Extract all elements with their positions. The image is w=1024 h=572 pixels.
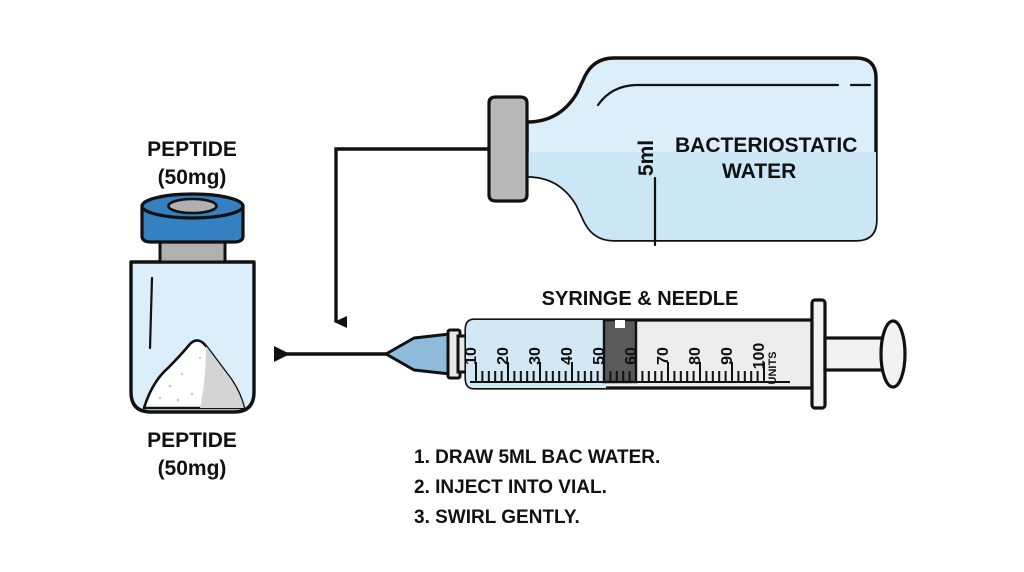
peptide-vial-group: PEPTIDE (50mg) bbox=[129, 138, 256, 480]
bottle-cap bbox=[487, 95, 529, 203]
bacteriostatic-water-bottle-group: 5ml BACTERIOSTATIC WATER bbox=[487, 56, 878, 247]
plunger-stopper-notch bbox=[615, 320, 625, 328]
flow-arrow-bottle-to-syringe bbox=[334, 147, 488, 328]
bottle-liquid-fill bbox=[527, 152, 876, 240]
elbow-arrow-path bbox=[334, 147, 488, 328]
syringe-group: SYRINGE & NEEDLE 10 20 30 40 50 60 70 80 90 100 U… bbox=[274, 288, 907, 410]
scale-number: 70 bbox=[655, 347, 672, 365]
bottle-liquid-group bbox=[527, 152, 876, 240]
bottle-label-line1: BACTERIOSTATIC bbox=[675, 134, 857, 157]
syringe-scale: 10 20 30 40 50 60 70 80 90 100 bbox=[463, 343, 790, 383]
scale-number: 50 bbox=[591, 347, 608, 365]
scale-number: 30 bbox=[527, 347, 544, 365]
plunger-rod bbox=[823, 336, 891, 372]
scale-number: 20 bbox=[495, 347, 512, 365]
needle-hub-cone bbox=[384, 332, 452, 376]
vial-glass-highlight bbox=[148, 276, 154, 350]
powder-speckles bbox=[158, 356, 214, 402]
instruction-steps: 1. DRAW 5ML BAC WATER. 2. INJECT INTO VIA… bbox=[414, 447, 660, 528]
instruction-step: 1. DRAW 5ML BAC WATER. bbox=[414, 447, 660, 468]
scale-number: 80 bbox=[687, 347, 704, 365]
vial-top-label-title: PEPTIDE bbox=[147, 138, 237, 161]
scale-number: 40 bbox=[559, 347, 576, 365]
powder-shadow bbox=[200, 346, 244, 408]
vial-bottom-label-title: PEPTIDE bbox=[147, 429, 237, 452]
scale-number: 60 bbox=[623, 347, 640, 365]
scale-number: 100 bbox=[751, 343, 768, 370]
bottle-volume-label: 5ml bbox=[635, 140, 658, 176]
syringe-units-label: UNITS bbox=[767, 352, 779, 385]
syringe-flange bbox=[810, 298, 827, 410]
vial-bottom-label-dose: (50mg) bbox=[158, 457, 227, 480]
vial-top-label-dose: (50mg) bbox=[158, 166, 227, 189]
instruction-step: 3. SWIRL GENTLY. bbox=[414, 507, 580, 528]
scale-number: 10 bbox=[463, 347, 480, 365]
scale-number: 90 bbox=[719, 347, 736, 365]
instruction-step: 2. INJECT INTO VIAL. bbox=[414, 477, 607, 498]
vial-cap-center-hole bbox=[167, 197, 218, 215]
bottle-label-line2: WATER bbox=[722, 160, 796, 183]
bottle-highlight-curve bbox=[596, 83, 840, 107]
syringe-title-label: SYRINGE & NEEDLE bbox=[542, 288, 739, 310]
plunger-thumb-pad bbox=[879, 319, 907, 389]
vial-powder-group bbox=[142, 339, 246, 410]
